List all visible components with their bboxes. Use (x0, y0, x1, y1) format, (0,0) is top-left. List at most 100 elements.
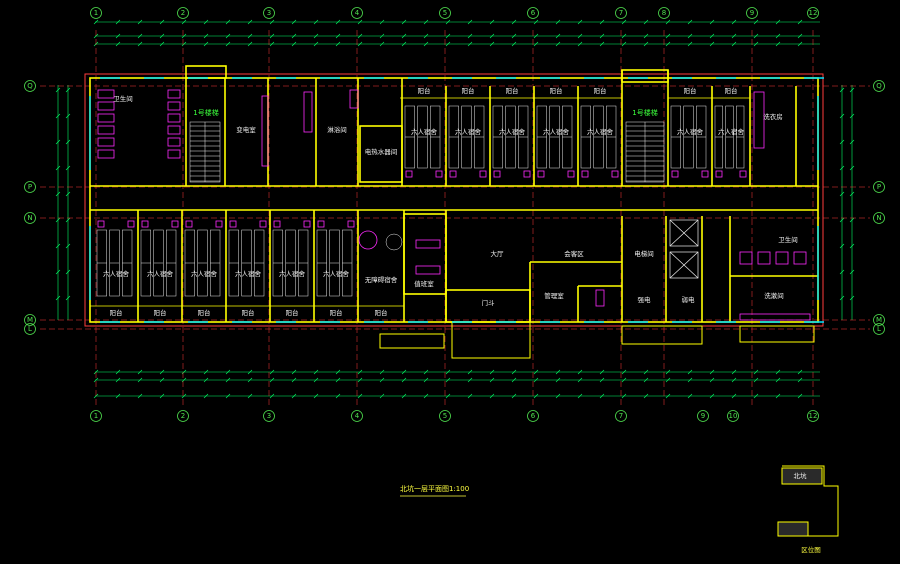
balcony-label-north-2: 阳台 (506, 86, 519, 95)
svg-text:M: M (27, 316, 33, 324)
svg-text:5: 5 (443, 9, 447, 17)
svg-text:5: 5 (443, 412, 447, 420)
grid-bubble-left-M: M (24, 314, 36, 326)
grid-bubble-right-Q: Q (873, 80, 885, 92)
dorm-label-south-1: 六人宿舍 (147, 269, 174, 278)
room-bath: 淋浴间 (327, 125, 347, 134)
grid-bubble-bottom-12: 12 (807, 410, 819, 422)
grid-bubble-bottom-10: 10 (727, 410, 739, 422)
drawing-title: 北坑一层平面图1:100 (400, 484, 469, 493)
grid-bubble-left-N: N (24, 212, 36, 224)
dorm-label-south-4: 六人宿舍 (279, 269, 306, 278)
grid-bubble-left-Q: Q (24, 80, 36, 92)
room-duty: 值班室 (414, 279, 434, 288)
grid-bubble-top-1: 1 (90, 7, 102, 19)
room-wc-right: 卫生间 (778, 235, 798, 244)
balcony-label-north-6: 阳台 (725, 86, 738, 95)
svg-text:9: 9 (750, 9, 754, 17)
dorm-label-north-2: 六人宿舍 (499, 127, 526, 136)
svg-text:2: 2 (181, 9, 185, 17)
key-plan-tag: 北坑 (794, 471, 808, 480)
room-stair-right: 1号楼梯 (632, 108, 657, 117)
room-elevator: 电梯间 (634, 249, 654, 258)
room-weak: 弱电 (682, 295, 696, 304)
dorm-label-north-0: 六人宿舍 (411, 127, 438, 136)
svg-text:1: 1 (94, 9, 98, 17)
dorm-labels: 六人宿舍阳台六人宿舍阳台六人宿舍阳台六人宿舍阳台六人宿舍阳台六人宿舍阳台六人宿舍… (103, 86, 745, 317)
svg-text:L: L (28, 325, 32, 333)
stair-right-icon (625, 121, 665, 183)
balcony-label-south-4: 阳台 (286, 308, 299, 317)
axis-grid-lines (40, 30, 870, 406)
grid-bubble-bottom-6: 6 (527, 410, 539, 422)
room-reception: 会客区 (564, 249, 584, 258)
grid-bubble-right-M: M (873, 314, 885, 326)
balcony-label-north-5: 阳台 (684, 86, 697, 95)
svg-text:3: 3 (267, 412, 271, 420)
room-entrance: 门斗 (482, 298, 496, 307)
drawing-title-block: 北坑一层平面图1:100 (400, 484, 469, 497)
balcony-label-south-2: 阳台 (198, 308, 211, 317)
balcony-label-north-4: 阳台 (594, 86, 607, 95)
grid-bubble-top-6: 6 (527, 7, 539, 19)
dorm-label-north-6: 六人宿舍 (718, 127, 745, 136)
room-electric: 电热水器间 (365, 147, 398, 156)
grid-bubble-bottom-5: 5 (439, 410, 451, 422)
svg-text:4: 4 (355, 9, 360, 17)
grid-bubble-top-9: 9 (746, 7, 758, 19)
balcony-label-south-3: 阳台 (242, 308, 255, 317)
room-accessible: 无障碍宿舍 (365, 275, 398, 284)
dorm-label-south-3: 六人宿舍 (235, 269, 262, 278)
svg-text:7: 7 (619, 412, 623, 420)
dorm-label-south-0: 六人宿舍 (103, 269, 130, 278)
dorm-label-south-5: 六人宿舍 (323, 269, 350, 278)
room-labels: 卫生间 1号楼梯 变电室 淋浴间 电热水器间 1号楼梯 洗衣房 大厅 会客区 值… (113, 94, 798, 307)
svg-text:L: L (877, 325, 881, 333)
dorm-label-north-1: 六人宿舍 (455, 127, 482, 136)
grid-bubble-bottom-4: 4 (351, 410, 363, 422)
grid-bubble-top-4: 4 (351, 7, 363, 19)
key-plan-label: 区位图 (801, 545, 821, 554)
grid-bubble-bottom-1: 1 (90, 410, 102, 422)
room-lobby: 大厅 (491, 249, 505, 258)
dorm-label-north-3: 六人宿舍 (543, 127, 570, 136)
room-substation: 变电室 (236, 125, 256, 134)
svg-text:3: 3 (267, 9, 271, 17)
grid-bubble-left-L: L (24, 323, 36, 335)
balcony-label-south-accessible: 阳台 (375, 308, 388, 317)
beds (96, 105, 745, 297)
svg-text:2: 2 (181, 412, 185, 420)
elevator-icon (669, 219, 699, 279)
room-laundry: 洗衣房 (763, 112, 783, 121)
svg-text:9: 9 (701, 412, 705, 420)
balcony-label-north-0: 阳台 (418, 86, 431, 95)
svg-text:Q: Q (876, 82, 882, 90)
grid-bubble-right-N: N (873, 212, 885, 224)
grid-bubble-top-8: 8 (658, 7, 670, 19)
room-washroom: 洗漱间 (764, 291, 784, 300)
svg-text:M: M (876, 316, 882, 324)
stair-left-icon (189, 121, 221, 183)
dorm-label-south-2: 六人宿舍 (191, 269, 218, 278)
grid-bubble-top-5: 5 (439, 7, 451, 19)
windows (89, 77, 824, 323)
grid-bubble-bottom-9: 9 (697, 410, 709, 422)
svg-text:4: 4 (355, 412, 360, 420)
svg-text:6: 6 (531, 412, 536, 420)
room-power: 强电 (638, 295, 652, 304)
svg-text:12: 12 (809, 9, 818, 17)
svg-text:N: N (27, 214, 32, 222)
balcony-label-south-0: 阳台 (110, 308, 123, 317)
grid-bubble-right-P: P (873, 181, 885, 193)
dimension-lines (57, 21, 853, 397)
svg-text:P: P (28, 183, 32, 191)
furniture (97, 89, 811, 321)
grid-bubble-left-P: P (24, 181, 36, 193)
balcony-label-north-1: 阳台 (462, 86, 475, 95)
grid-bubble-bottom-7: 7 (615, 410, 627, 422)
svg-text:12: 12 (809, 412, 818, 420)
grid-bubble-top-12: 12 (807, 7, 819, 19)
svg-text:N: N (876, 214, 881, 222)
